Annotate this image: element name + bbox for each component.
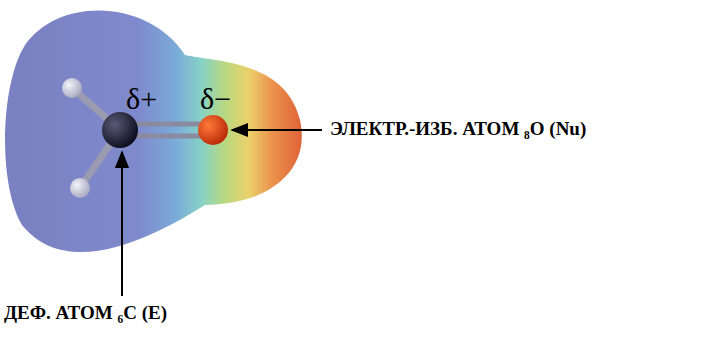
hydrogen-atom — [70, 178, 90, 198]
atom-callout: ЭЛЕКТР.-ИЗБ. АТОМ ₈O (Nu) — [330, 118, 586, 140]
hydrogen-atom — [62, 78, 82, 98]
partial-charge: δ+ — [126, 82, 157, 116]
partial-charge: δ− — [200, 82, 231, 116]
oxygen-atom — [198, 115, 228, 145]
leader-arrow — [121, 152, 123, 296]
potential-surface — [5, 10, 302, 252]
atom-callout: ДЕФ. АТОМ ₆C (E) — [4, 302, 167, 324]
leader-arrow — [232, 129, 322, 131]
carbon-atom — [102, 112, 138, 148]
